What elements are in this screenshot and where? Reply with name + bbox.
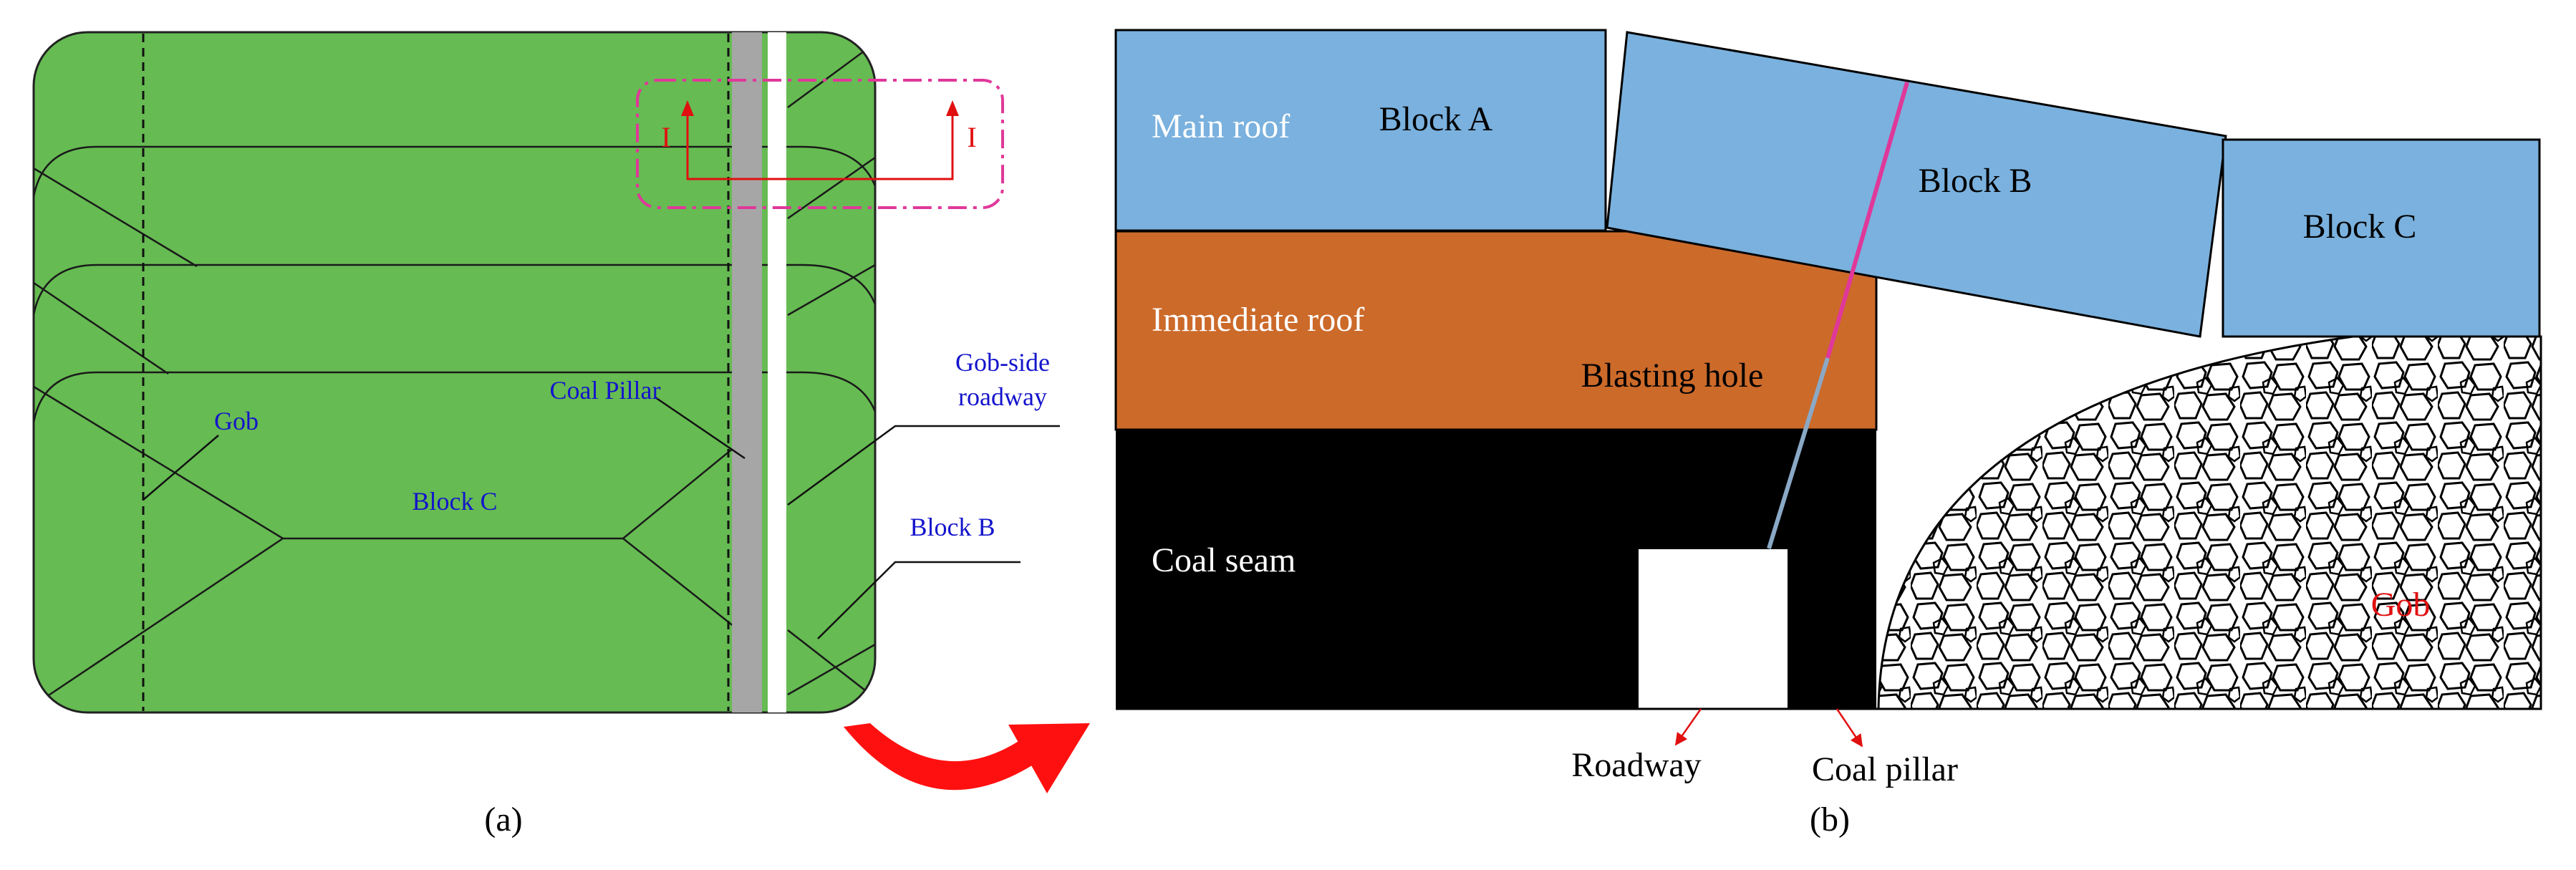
gob-area	[1877, 335, 2542, 710]
block-outlines	[34, 42, 875, 707]
caption-b: (b)	[1810, 801, 1850, 838]
block-c-label: Block C	[412, 487, 497, 516]
section-mark-right: I	[967, 121, 976, 153]
block-a	[1114, 29, 1607, 232]
panel-b: Main roof Block A Block B Block C Immedi…	[1114, 29, 2542, 838]
roadway-leader	[1674, 708, 1702, 746]
coal-pillar-leader	[655, 396, 746, 460]
gob-label: Gob	[214, 407, 259, 435]
coal-pillar-strip	[732, 32, 762, 712]
panel-a: I I Gob Coal Pillar Block C Gob-side roa…	[32, 31, 1060, 838]
block-c-label-b: Block C	[2303, 208, 2417, 246]
blasting-hole-stemming	[1767, 357, 1830, 549]
gob-side-roadway-leader	[787, 425, 1060, 506]
gob-side-roadway-label-line2: roadway	[958, 382, 1047, 411]
blasting-hole-label: Blasting hole	[1581, 357, 1764, 395]
section-arrow-left-icon	[681, 100, 694, 116]
curved-arrow-icon	[844, 723, 1090, 793]
main-roof-label: Main roof	[1152, 107, 1290, 145]
block-b	[1606, 31, 2227, 338]
coal-seam-label: Coal seam	[1152, 541, 1296, 579]
immediate-roof-label: Immediate roof	[1152, 301, 1364, 339]
coal-pillar-label-b: Coal pillar	[1812, 750, 1958, 788]
gob-leader	[143, 435, 219, 501]
blasting-hole-charged	[1825, 82, 1909, 359]
coal-pillar-leader-b	[1835, 708, 1863, 748]
section-arrow-right-icon	[946, 100, 959, 116]
section-frame	[636, 79, 1004, 209]
block-b-label-b: Block B	[1919, 162, 2032, 200]
caption-a: (a)	[484, 801, 522, 838]
gob-side-roadway-strip	[768, 32, 786, 712]
roadway-opening	[1637, 548, 1789, 710]
block-b-leader	[817, 561, 1021, 639]
block-b-label: Block B	[910, 513, 995, 541]
block-a-label: Block A	[1379, 100, 1493, 138]
immediate-roof	[1114, 230, 1878, 431]
gob-label-b: Gob	[2371, 586, 2431, 624]
gob-side-roadway-label-line1: Gob-side	[955, 348, 1050, 377]
coal-pillar-label: Coal Pillar	[550, 376, 661, 405]
section-line	[686, 107, 954, 180]
block-c	[2222, 138, 2541, 338]
section-mark-left: I	[661, 121, 670, 153]
roadway-label: Roadway	[1571, 746, 1701, 784]
